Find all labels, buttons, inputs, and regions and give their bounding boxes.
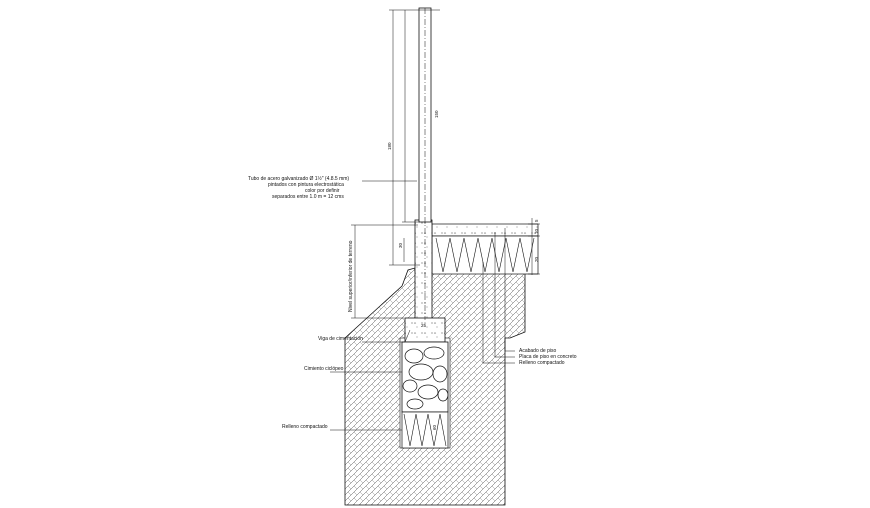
label-tube-line2: pintados con pintura electrostática xyxy=(268,182,344,188)
slab-fill-zigzag xyxy=(435,237,535,273)
label-acabado: Acabado de piso xyxy=(519,348,556,354)
dim-depth: 60 xyxy=(432,424,437,430)
label-tube-line4: separados entre 1.0 m = 12 cms xyxy=(272,194,344,200)
dim-upper: 150 xyxy=(434,110,439,118)
dim-small1: 30 xyxy=(398,242,403,248)
floor-slab xyxy=(431,223,539,237)
concrete-column xyxy=(414,219,433,321)
footing-fill-zigzag xyxy=(403,413,447,447)
cyclopean-stones xyxy=(402,346,449,410)
slab-fill-box xyxy=(431,235,539,275)
leader-lines xyxy=(330,180,515,431)
label-placa: Placa de piso en concreto xyxy=(519,354,577,360)
dimension-lines xyxy=(351,9,540,319)
dim-width: 25 xyxy=(421,323,427,328)
label-cimiento: Cimiento ciclópeo xyxy=(304,366,344,372)
dim-slab2: 20 xyxy=(534,256,539,262)
label-viga: Viga de cimentación xyxy=(318,336,363,342)
label-tube-line3: color por definir xyxy=(305,188,340,194)
label-relleno-left: Relleno compactado xyxy=(282,424,328,430)
label-nivel: Nivel superior/inferior de terreno xyxy=(348,240,354,312)
label-tube-line1: Tubo de acero galvanizado Ø 1½" (4.8.5 m… xyxy=(248,175,349,182)
foundation-beam xyxy=(404,317,446,343)
label-relleno-right: Relleno compactado xyxy=(519,360,565,366)
dim-slab3: 5 xyxy=(534,219,539,222)
dim-slab1: 10 xyxy=(534,228,539,234)
dim-total: 180 xyxy=(387,142,392,150)
